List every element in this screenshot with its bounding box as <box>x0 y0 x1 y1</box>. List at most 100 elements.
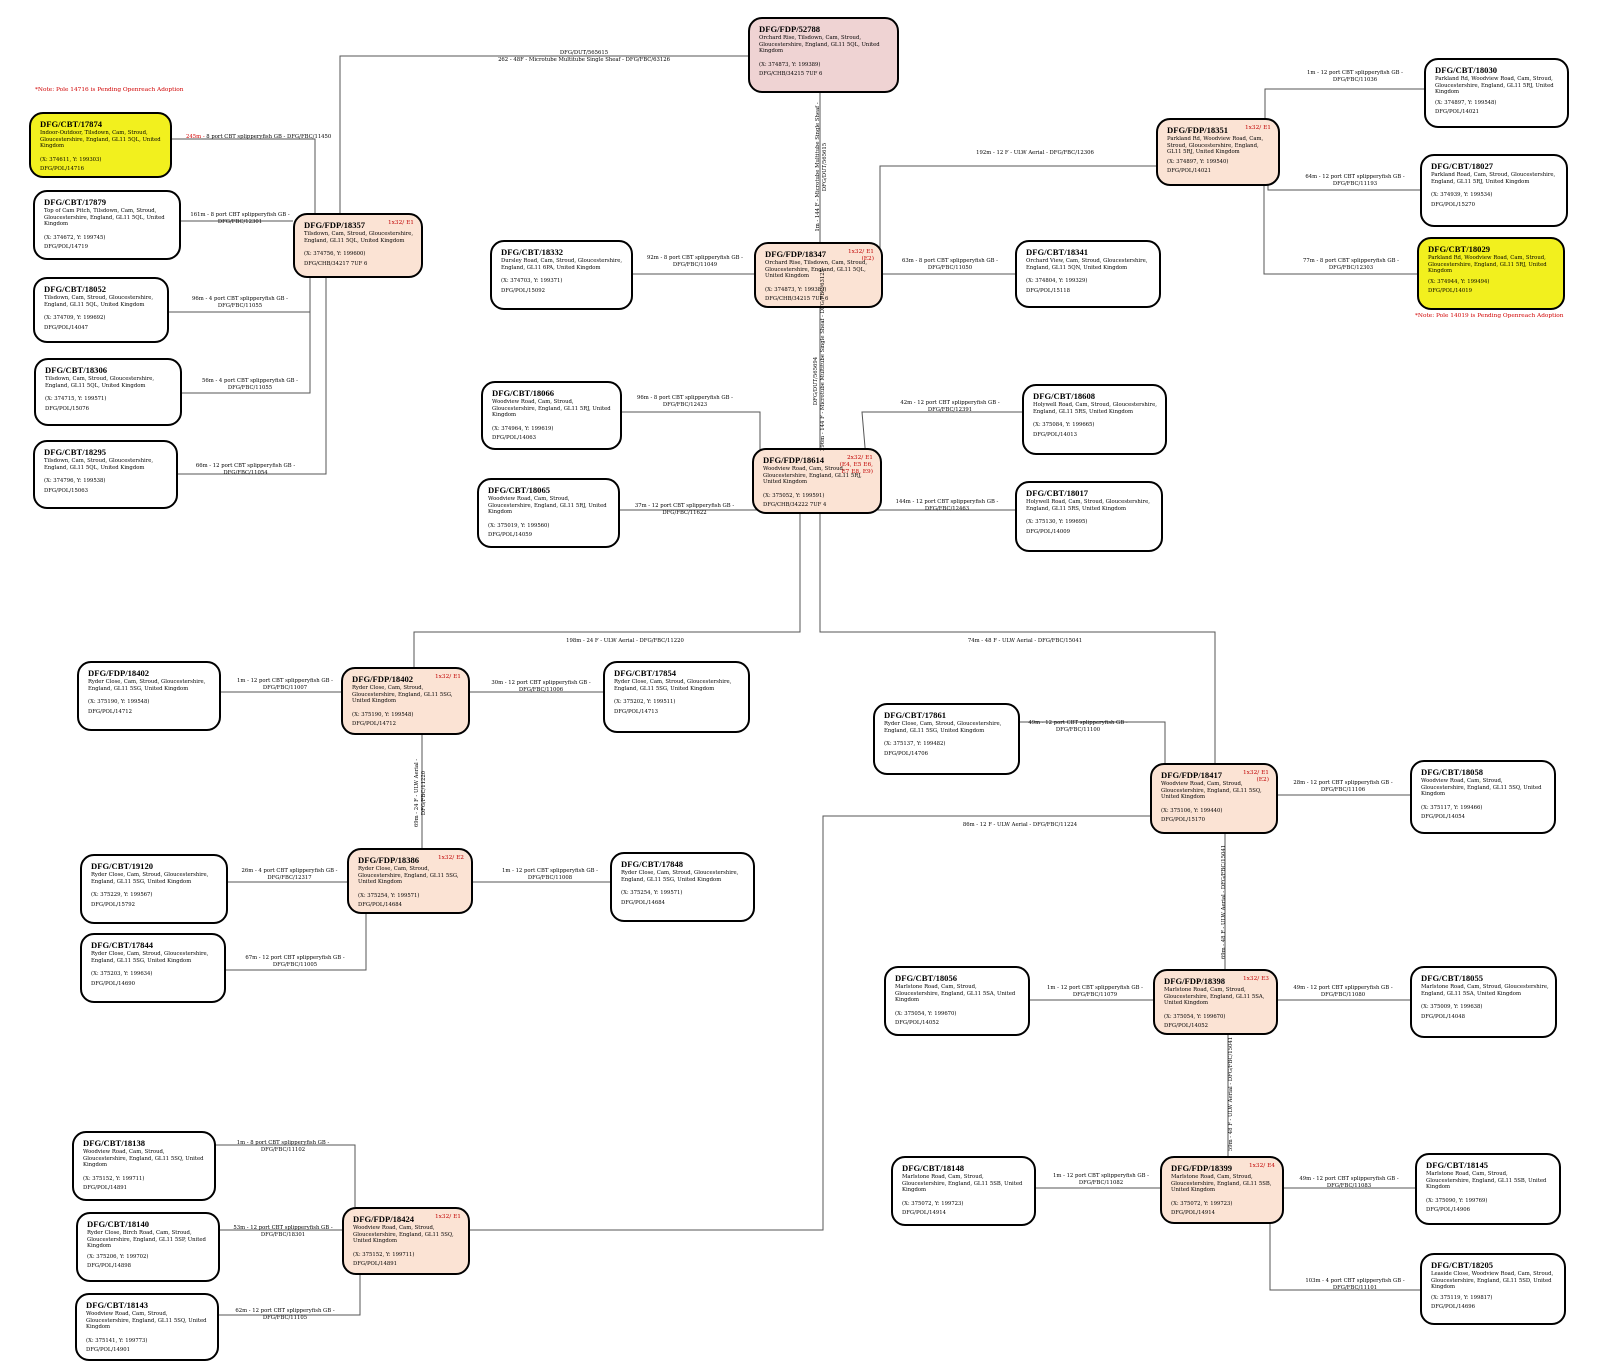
network-node[interactable]: DFG/CBT/17844 Ryder Close, Cam, Stroud, … <box>80 933 226 1003</box>
node-id: DFG/CBT/19120 <box>91 861 154 871</box>
node-id: DFG/FDP/18351 <box>1167 125 1229 135</box>
network-node[interactable]: DFG/CBT/18030 Parkland Rd, Woodview Road… <box>1424 58 1569 128</box>
node-coordinates: (X: 374944, Y: 199494) <box>1428 278 1490 285</box>
node-address: Ryder Close, Cam, Stroud, Gloucestershir… <box>91 951 209 964</box>
network-node[interactable]: 2x32/ E1 (E4, E5 E6, E7 E8, E9) DFG/FDP/… <box>752 448 882 514</box>
network-node[interactable]: 1x32/ E3 DFG/FDP/18398 Marlstone Road, C… <box>1153 969 1278 1035</box>
network-node[interactable]: 1x32/ E1 DFG/FDP/18402 Ryder Close, Cam,… <box>341 667 470 735</box>
node-coordinates: (X: 375054, Y: 199670) <box>895 1010 957 1017</box>
node-pole: DFG/POL/14684 <box>358 902 402 909</box>
network-node[interactable]: DFG/CBT/18140 Ryder Close, Birch Road, C… <box>76 1212 220 1282</box>
network-node[interactable]: DFG/CBT/18295 Tilsdown, Cam, Stroud, Glo… <box>33 440 178 509</box>
node-address: Woodview Road, Cam, Stroud, Gloucestersh… <box>1421 778 1542 798</box>
network-node[interactable]: DFG/CBT/18341 Orchard View, Cam, Stroud,… <box>1015 240 1161 308</box>
node-address: Woodview Road, Cam, Stroud, Gloucestersh… <box>488 496 607 516</box>
node-id: DFG/FDP/18402 <box>352 674 414 684</box>
node-splitter: 1x32/ E2 <box>437 855 464 861</box>
network-node[interactable]: DFG/CBT/17879 Top of Cam Pitch, Tilsdown… <box>33 190 181 260</box>
node-coordinates: (X: 375072, Y: 199723) <box>1171 1200 1233 1207</box>
link-label: 74m - 48 F - ULW Aerial - DFG/FBC/15041 <box>967 638 1083 644</box>
node-address: Tilsdown, Cam, Stroud, Gloucestershire, … <box>44 458 154 471</box>
node-coordinates: (X: 374873, Y: 199389) <box>765 286 827 293</box>
node-address: Holywell Road, Cam, Stroud, Gloucestersh… <box>1026 499 1150 512</box>
link-label: 1m - 12 port CBT splipperyfish GB -DFG/F… <box>1053 1173 1149 1186</box>
node-id: DFG/FDP/18417 <box>1161 770 1223 780</box>
node-address: Tilsdown, Cam, Stroud, Gloucestershire, … <box>304 231 414 244</box>
node-address: Marlstone Road, Cam, Stroud, Gloucesters… <box>1421 984 1549 997</box>
node-pole: DFG/POL/14684 <box>621 899 665 906</box>
node-id: DFG/CBT/17848 <box>621 859 684 869</box>
node-id: DFG/CBT/18140 <box>87 1219 150 1229</box>
link-label: 161m - 8 port CBT splipperyfish GB -DFG/… <box>190 212 290 225</box>
network-node[interactable]: 1x32/ E4 DFG/FDP/18399 Marlstone Road, C… <box>1160 1156 1284 1224</box>
node-pole: DFG/POL/14712 <box>88 708 132 715</box>
node-address: Woodview Road, Cam, Stroud, Gloucestersh… <box>86 1311 207 1331</box>
network-node[interactable]: DFG/CBT/18052 Tilsdown, Cam, Stroud, Glo… <box>33 277 169 343</box>
node-splitter: 2x32/ E1 (E4, E5 E6, E7 E8, E9) <box>839 455 873 475</box>
node-address: Woodview Road, Cam, Stroud, Gloucestersh… <box>353 1225 454 1245</box>
node-address: Ryder Close, Cam, Stroud, Gloucestershir… <box>352 685 453 705</box>
link-label: 56m - 4 port CBT splipperyfish GB -DFG/F… <box>202 378 298 391</box>
node-pole: DFG/POL/14719 <box>44 244 88 251</box>
node-coordinates: (X: 375130, Y: 199695) <box>1026 519 1088 526</box>
network-node[interactable]: DFG/CBT/17854 Ryder Close, Cam, Stroud, … <box>603 661 750 733</box>
link-label: 42m - 12 port CBT splipperyfish GB -DFG/… <box>900 400 1000 413</box>
network-node[interactable]: DFG/CBT/17861 Ryder Close, Cam, Stroud, … <box>873 703 1020 775</box>
network-node[interactable]: 1x32/ E1 (E2) DFG/FDP/18417 Woodview Roa… <box>1150 763 1278 834</box>
node-pole: DFG/POL/15270 <box>1431 201 1475 208</box>
node-coordinates: (X: 374804, Y: 199329) <box>1026 278 1088 285</box>
link-label: 67m - 12 port CBT splipperyfish GB -DFG/… <box>245 955 345 968</box>
node-id: DFG/CBT/18066 <box>492 388 555 398</box>
network-node[interactable]: 1x32/ E1 DFG/FDP/18357 Tilsdown, Cam, St… <box>293 213 423 278</box>
node-pole: DFG/POL/14021 <box>1167 168 1211 175</box>
node-splitter: 1x32/ E4 <box>1248 1163 1275 1169</box>
network-node[interactable]: DFG/CBT/18306 Tilsdown, Cam, Stroud, Glo… <box>34 358 182 426</box>
network-node[interactable]: DFG/CBT/18145 Marlstone Road, Cam, Strou… <box>1415 1153 1561 1225</box>
network-node[interactable]: DFG/FDP/18402 Ryder Close, Cam, Stroud, … <box>77 661 221 731</box>
node-coordinates: (X: 375117, Y: 199466) <box>1421 804 1483 811</box>
node-address: Woodview Road, Cam, Stroud, Gloucestersh… <box>763 466 862 486</box>
network-node[interactable]: DFG/CBT/18056 Marlstone Road, Cam, Strou… <box>884 966 1030 1036</box>
network-node[interactable]: DFG/FDP/52788 Orchard Rise, Tilsdown, Ca… <box>748 17 899 93</box>
network-node[interactable]: DFG/CBT/18608 Holywell Road, Cam, Stroud… <box>1022 384 1167 455</box>
network-node[interactable]: DFG/CBT/18138 Woodview Road, Cam, Stroud… <box>72 1131 216 1201</box>
network-node[interactable]: DFG/CBT/17874 Indoor-Outdoor, Tilsdown, … <box>29 112 172 178</box>
link-label: 192m - 12 F - ULW Aerial - DFG/FBC/12306 <box>976 150 1094 156</box>
link-label: 1m - 12 port CBT splipperyfish GB -DFG/F… <box>237 678 333 691</box>
node-splitter: 1x32/ E1 (E2) <box>1242 770 1269 783</box>
network-node[interactable]: DFG/CBT/18205 Leaside Close, Woodview Ro… <box>1420 1253 1566 1325</box>
network-node[interactable]: DFG/CBT/18055 Marlstone Road, Cam, Strou… <box>1410 966 1557 1038</box>
node-id: DFG/CBT/18055 <box>1421 973 1484 983</box>
node-coordinates: (X: 374897, Y: 199548) <box>1435 99 1497 106</box>
node-pole: DFG/POL/15076 <box>45 405 89 412</box>
node-coordinates: (X: 375152, Y: 199711) <box>353 1251 415 1258</box>
node-id: DFG/CBT/18205 <box>1431 1260 1494 1270</box>
network-node[interactable]: DFG/CBT/17848 Ryder Close, Cam, Stroud, … <box>610 852 755 922</box>
network-node[interactable]: DFG/CBT/19120 Ryder Close, Cam, Stroud, … <box>80 854 228 924</box>
node-address: Marlstone Road, Cam, Stroud, Gloucesters… <box>1171 1174 1272 1194</box>
network-node[interactable]: 1x32/ E1 (E2) DFG/FDP/18347 Orchard Rise… <box>754 242 883 308</box>
link-label: 245m - 8 port CBT splipperyfish GB - DFG… <box>186 134 332 140</box>
network-node[interactable]: 1x32/ E2 DFG/FDP/18386 Ryder Close, Cam,… <box>347 848 473 914</box>
network-node[interactable]: DFG/CBT/18027 Parkland Road, Cam, Stroud… <box>1420 154 1568 227</box>
node-pole: DFG/POL/14891 <box>353 1261 397 1268</box>
network-node[interactable]: DFG/CBT/18058 Woodview Road, Cam, Stroud… <box>1410 760 1556 834</box>
node-splitter: 1x32/ E3 <box>1242 976 1269 982</box>
network-node[interactable]: 1x32/ E1 DFG/FDP/18351 Parkland Rd, Wood… <box>1156 118 1280 186</box>
network-node[interactable]: DFG/CBT/18017 Holywell Road, Cam, Stroud… <box>1015 481 1163 552</box>
network-node[interactable]: 1x32/ E1 DFG/FDP/18424 Woodview Road, Ca… <box>342 1207 470 1275</box>
network-node[interactable]: DFG/CBT/18148 Marlstone Road, Cam, Strou… <box>891 1156 1036 1226</box>
node-address: Ryder Close, Cam, Stroud, Gloucestershir… <box>614 679 732 692</box>
pending-adoption-note: *Note: Pole 14019 is Pending Openreach A… <box>1415 313 1564 319</box>
link-label: 92m - 8 port CBT splipperyfish GB -DFG/F… <box>647 255 743 268</box>
node-coordinates: (X: 374756, Y: 199600) <box>304 251 366 258</box>
node-coordinates: (X: 374611, Y: 199303) <box>40 156 102 163</box>
network-node[interactable]: DFG/CBT/18066 Woodview Road, Cam, Stroud… <box>481 381 622 450</box>
node-address: Leaside Close, Woodview Road, Cam, Strou… <box>1431 1271 1554 1291</box>
link-label: 66m - 12 port CBT splipperyfish GB -DFG/… <box>195 463 296 476</box>
network-node[interactable]: DFG/CBT/18143 Woodview Road, Cam, Stroud… <box>75 1293 219 1361</box>
network-node[interactable]: DFG/CBT/18065 Woodview Road, Cam, Stroud… <box>477 478 620 548</box>
network-node[interactable]: DFG/CBT/18029 Parkland Rd, Woodview Road… <box>1417 237 1565 310</box>
network-node[interactable]: DFG/CBT/18332 Dursley Road, Cam, Stroud,… <box>490 240 633 310</box>
